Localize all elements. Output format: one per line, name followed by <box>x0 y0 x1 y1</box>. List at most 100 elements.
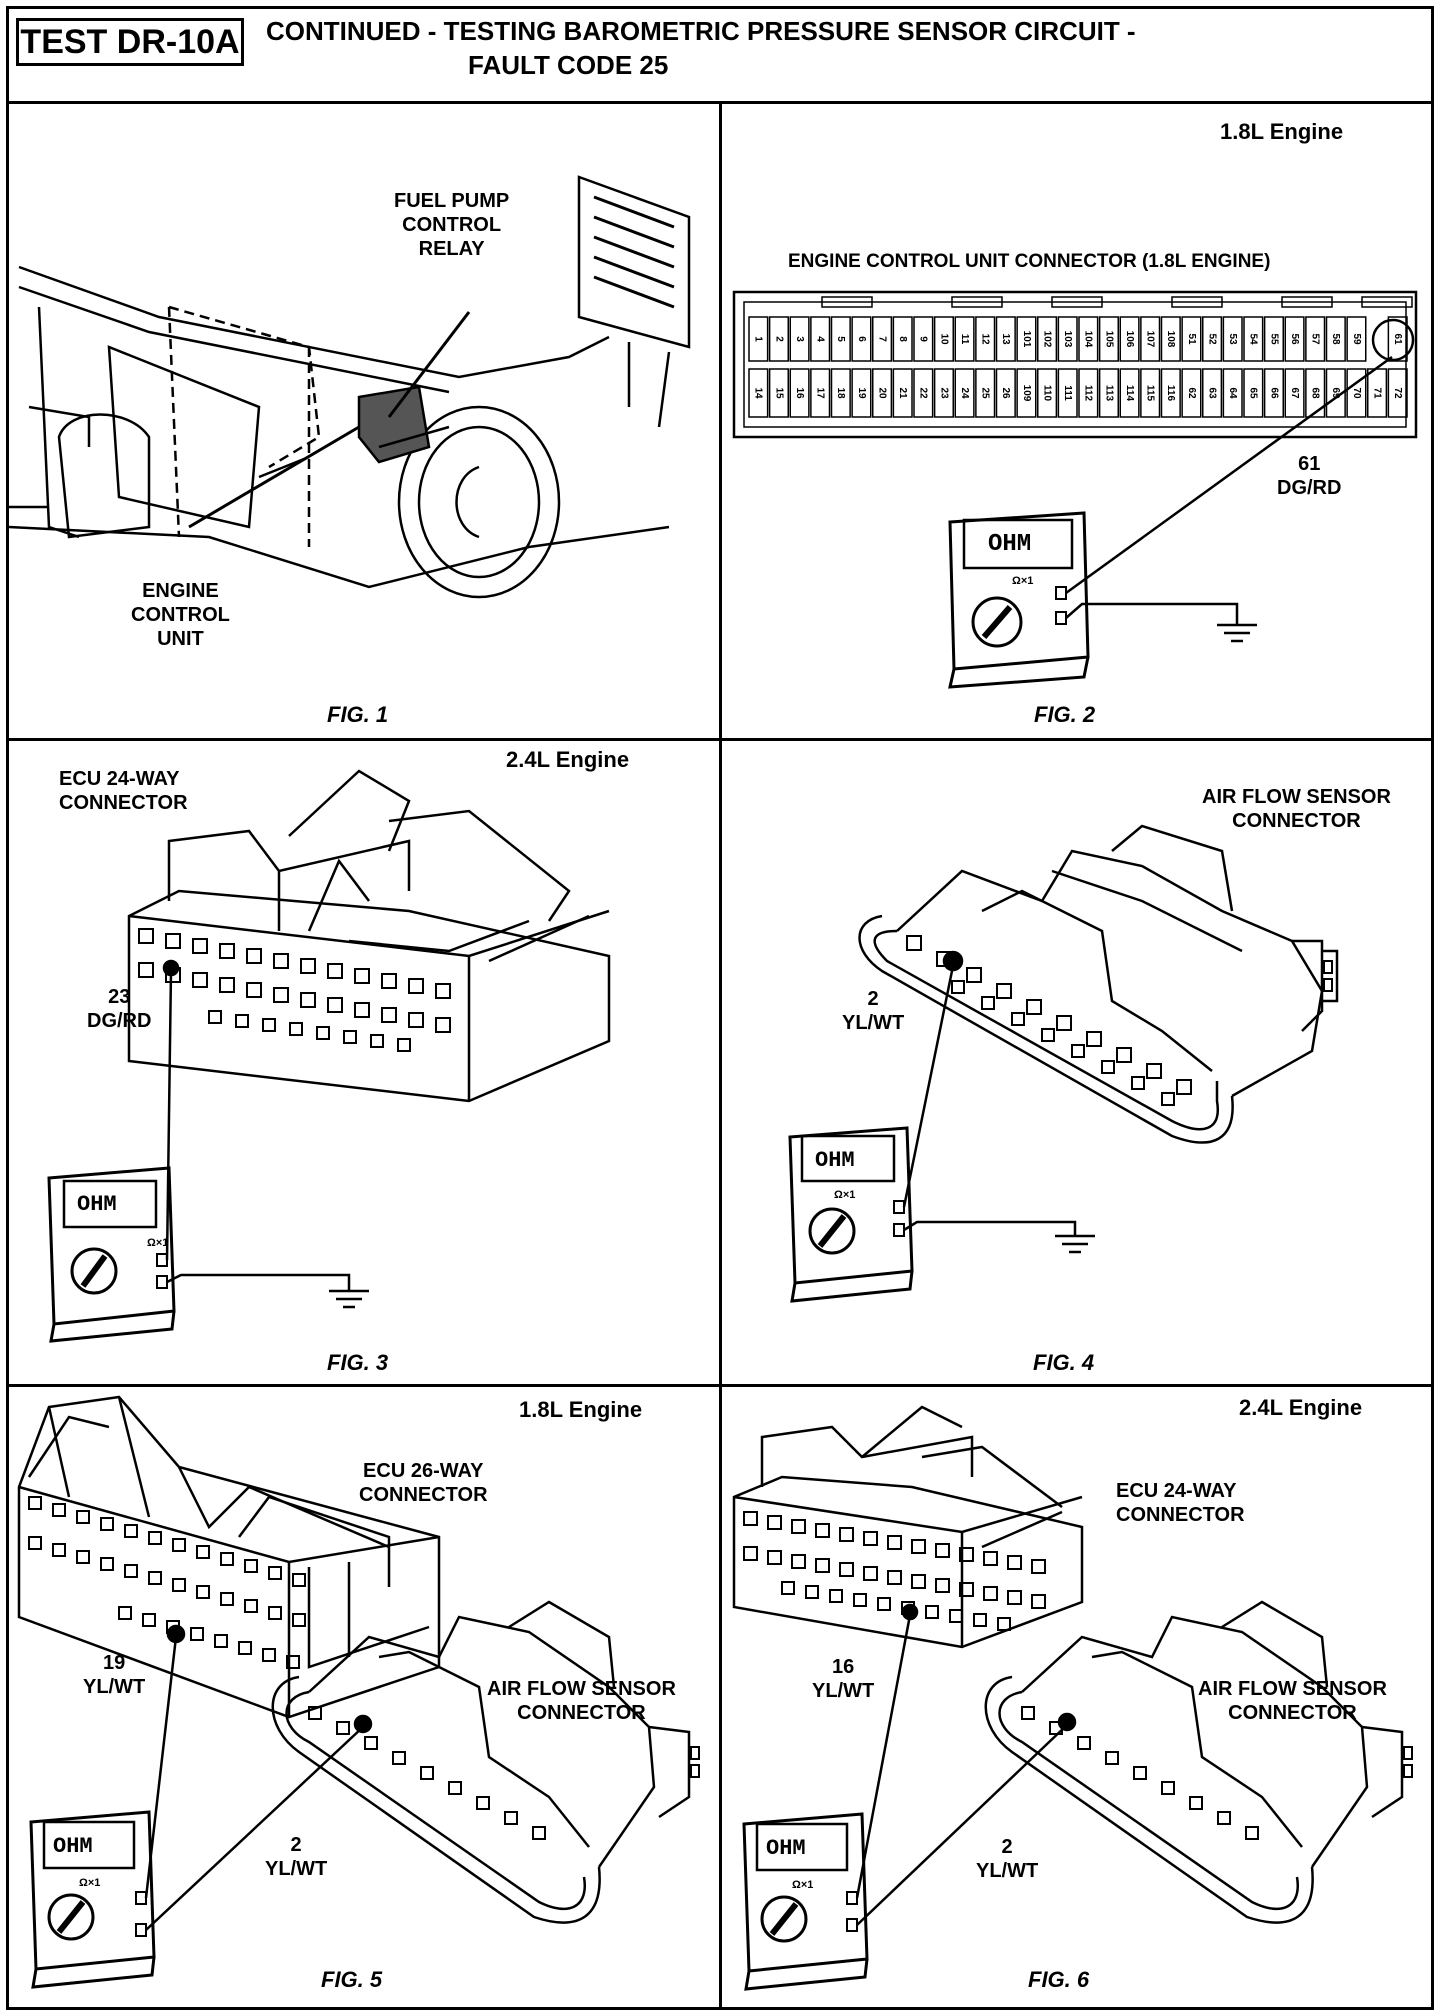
fig2-panel: 1.8L Engine ENGINE CONTROL UNIT CONNECTO… <box>722 107 1434 738</box>
fig3-meter-display: OHM <box>77 1192 117 1217</box>
connector-pin-cavity <box>100 1517 114 1531</box>
connector-pin-cavity <box>448 1781 462 1795</box>
connector-pin-cavity <box>959 1582 974 1597</box>
pin-top-9 <box>913 316 934 362</box>
pin-bottom-113-label: 113 <box>1103 385 1114 402</box>
pin-top-6-label: 6 <box>856 336 867 342</box>
connector-pin-cavity <box>124 1524 138 1538</box>
connector-pin-cavity <box>1031 1594 1046 1609</box>
pin-top-104-label: 104 <box>1083 331 1094 348</box>
row-divider-2 <box>6 1384 1434 1387</box>
connector-pin-cavity <box>767 1550 782 1565</box>
pin-bottom-114 <box>1119 368 1140 418</box>
connector-pin-cavity <box>336 1721 350 1735</box>
pin-top-54 <box>1243 316 1264 362</box>
fig6-ecu-24way-connector <box>732 1405 1084 1649</box>
air-flow-sensor-connector <box>858 824 1339 1144</box>
connector-pin-cavity <box>28 1496 42 1510</box>
connector-pin-cavity <box>981 996 995 1010</box>
connector-pin-cavity <box>165 933 181 949</box>
connector-pin-cavity <box>289 1022 303 1036</box>
fig2-meter-display: OHM <box>988 531 1032 558</box>
header: TEST DR-10A CONTINUED - TESTING BAROMETR… <box>6 6 1434 104</box>
connector-pin-cavity <box>76 1510 90 1524</box>
connector-pin-cavity <box>911 1574 926 1589</box>
pin-bottom-23-label: 23 <box>938 387 949 399</box>
connector-pin-cavity <box>370 1034 384 1048</box>
pin-bottom-65 <box>1243 368 1264 418</box>
pin-bottom-18 <box>830 368 851 418</box>
pin-top-61-label: 61 <box>1392 333 1403 345</box>
fig2-ohmmeter <box>948 511 1090 689</box>
fig3-engine-label: 2.4L Engine <box>506 747 630 772</box>
connector-pin-cavity <box>316 1026 330 1040</box>
pin-bottom-109 <box>1016 368 1037 418</box>
pin-bottom-69 <box>1325 368 1346 418</box>
connector-pin-cavity <box>268 1566 282 1580</box>
fig5-engine-label: 1.8L Engine <box>519 1397 643 1422</box>
connector-pin-cavity <box>238 1641 252 1655</box>
ground-icon <box>1055 1234 1095 1254</box>
pin-bottom-16-label: 16 <box>794 387 805 399</box>
connector-pin-cavity <box>148 1531 162 1545</box>
pin-top-52-label: 52 <box>1206 333 1217 345</box>
fig5-meter-display: OHM <box>53 1834 93 1859</box>
connector-pin-cavity <box>1077 1736 1091 1750</box>
pin-bottom-116-label: 116 <box>1165 385 1176 402</box>
connector-key-notch <box>821 296 873 308</box>
connector-pin-cavity <box>1133 1766 1147 1780</box>
pin-top-1 <box>748 316 769 362</box>
fig6-drawing <box>732 1405 1413 1991</box>
pin-top-61 <box>1387 316 1408 362</box>
pin-bottom-21 <box>892 368 913 418</box>
pin-bottom-112 <box>1078 368 1099 418</box>
connector-pin-cavity <box>190 1627 204 1641</box>
connector-pin-cavity <box>420 1766 434 1780</box>
connector-pin-cavity <box>935 1543 950 1558</box>
pin-top-5 <box>830 316 851 362</box>
connector-key-notch <box>1361 296 1413 308</box>
connector-pin-cavity <box>76 1550 90 1564</box>
connector-pin-cavity <box>1071 1044 1085 1058</box>
pin-top-7-label: 7 <box>876 336 887 342</box>
pin-top-103 <box>1057 316 1078 362</box>
fig5-caption: FIG. 5 <box>321 1967 383 1992</box>
connector-pin-cavity <box>1021 1706 1035 1720</box>
pin-bottom-64-label: 64 <box>1227 387 1238 399</box>
pin-bottom-72 <box>1387 368 1408 418</box>
pin-bottom-17 <box>810 368 831 418</box>
connector-body <box>732 290 1418 439</box>
pin-top-3-label: 3 <box>794 336 805 342</box>
connector-pin-cavity <box>208 1010 222 1024</box>
fig2-ground-wire <box>1065 602 1239 625</box>
connector-pin-cavity <box>1011 1012 1025 1026</box>
connector-pin-cavity <box>887 1570 902 1585</box>
pin-bottom-20 <box>872 368 893 418</box>
pin-top-11-label: 11 <box>959 334 970 345</box>
connector-pin-cavity <box>268 1606 282 1620</box>
connector-pin-cavity <box>1189 1796 1203 1810</box>
fig3-probe-wire <box>165 970 173 1261</box>
connector-pin-cavity <box>1161 1092 1175 1106</box>
connector-pin-cavity <box>192 972 208 988</box>
fig2-meter-range: Ω×1 <box>1012 575 1034 587</box>
pin-top-59 <box>1346 316 1367 362</box>
pin-top-105-label: 105 <box>1103 331 1114 348</box>
pin-bottom-24 <box>954 368 975 418</box>
connector-pin-cavity <box>1101 1060 1115 1074</box>
row-divider-1 <box>6 738 1434 741</box>
connector-pin-cavity <box>219 977 235 993</box>
connector-pin-cavity <box>853 1593 867 1607</box>
pin-top-101 <box>1016 316 1037 362</box>
pin-top-12-label: 12 <box>980 333 991 345</box>
pin-top-8-label: 8 <box>897 336 908 342</box>
pin-bottom-110 <box>1037 368 1058 418</box>
pin-bottom-115 <box>1140 368 1161 418</box>
connector-pin-cavity <box>214 1634 228 1648</box>
connector-pin-cavity <box>220 1592 234 1606</box>
connector-pin-cavity <box>532 1826 546 1840</box>
